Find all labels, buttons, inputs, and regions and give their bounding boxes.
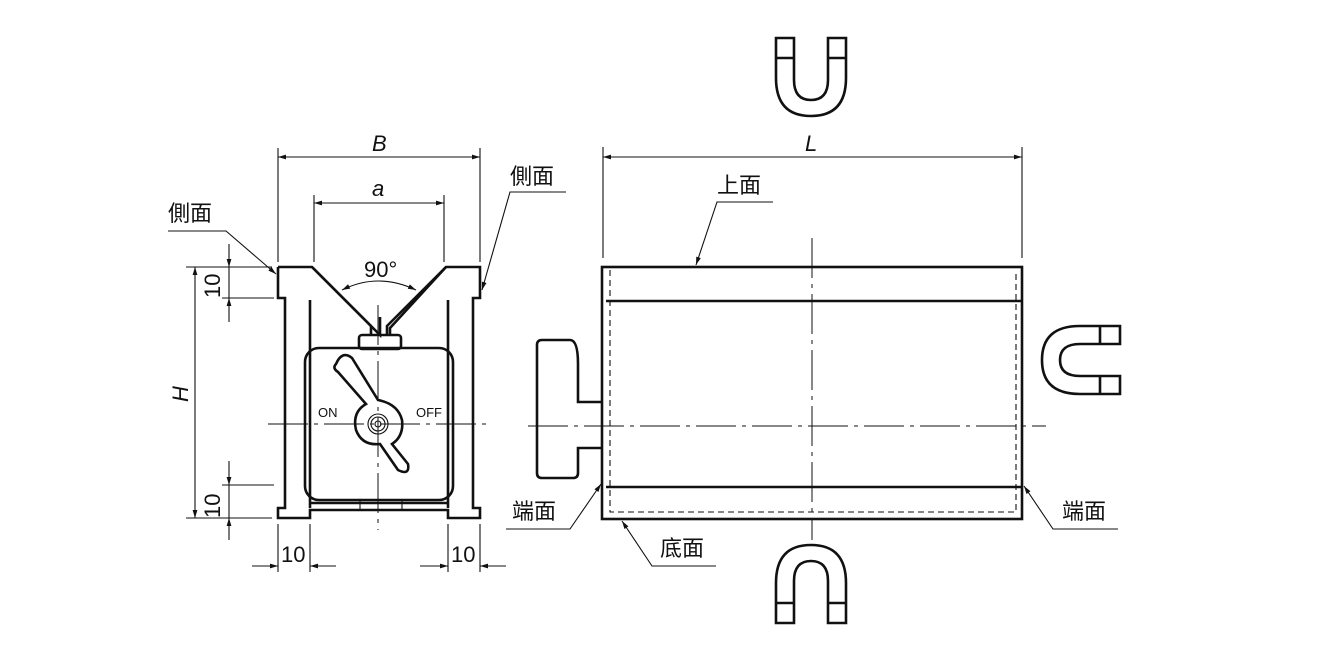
magnet-top-icon	[774, 36, 848, 118]
front-view: ON OFF B a 90° H 10 10	[168, 131, 566, 572]
switch-lever	[333, 353, 410, 474]
side-face-right-leader	[481, 191, 566, 291]
switch-on-label: ON	[318, 405, 338, 420]
side-face-left-label: 側面	[168, 202, 212, 227]
knob	[535, 338, 602, 480]
top-face-leader	[695, 201, 773, 266]
dim-L-label: L	[805, 131, 817, 156]
front-body-outline	[276, 265, 482, 520]
dim-a-label: a	[372, 176, 384, 201]
side-view: L 上面 端面 端面 底面	[506, 131, 1118, 567]
dim-left-10-label: 10	[281, 542, 305, 567]
dim-H-label: H	[168, 386, 193, 402]
side-face-right-label: 側面	[510, 165, 554, 190]
angle-arc	[341, 280, 417, 291]
top-face-label: 上面	[717, 174, 761, 199]
side-face-left-leader	[168, 230, 277, 275]
magnet-right-icon	[1040, 324, 1122, 396]
dim-bottom-10-label: 10	[200, 494, 225, 518]
dim-a-extensions	[313, 195, 445, 262]
dim-top-10-label: 10	[200, 274, 225, 298]
bottom-face-leader	[621, 520, 716, 567]
base-ticks	[359, 500, 403, 510]
end-face-left-label: 端面	[512, 500, 556, 525]
magnet-bottom-icon	[774, 543, 848, 625]
dim-L-extensions	[602, 147, 1023, 258]
angle-label: 90°	[364, 257, 397, 282]
dim-B-label: B	[372, 131, 387, 156]
end-face-left-leader	[506, 483, 602, 530]
end-face-right-label: 端面	[1062, 500, 1106, 525]
dim-right-10-label: 10	[451, 542, 475, 567]
dim-B-extensions	[277, 148, 481, 262]
side-hidden-lines	[609, 270, 1017, 513]
v-groove	[311, 266, 447, 336]
switch-off-label: OFF	[416, 405, 442, 420]
bottom-face-label: 底面	[660, 537, 704, 562]
end-face-right-leader	[1023, 485, 1118, 530]
